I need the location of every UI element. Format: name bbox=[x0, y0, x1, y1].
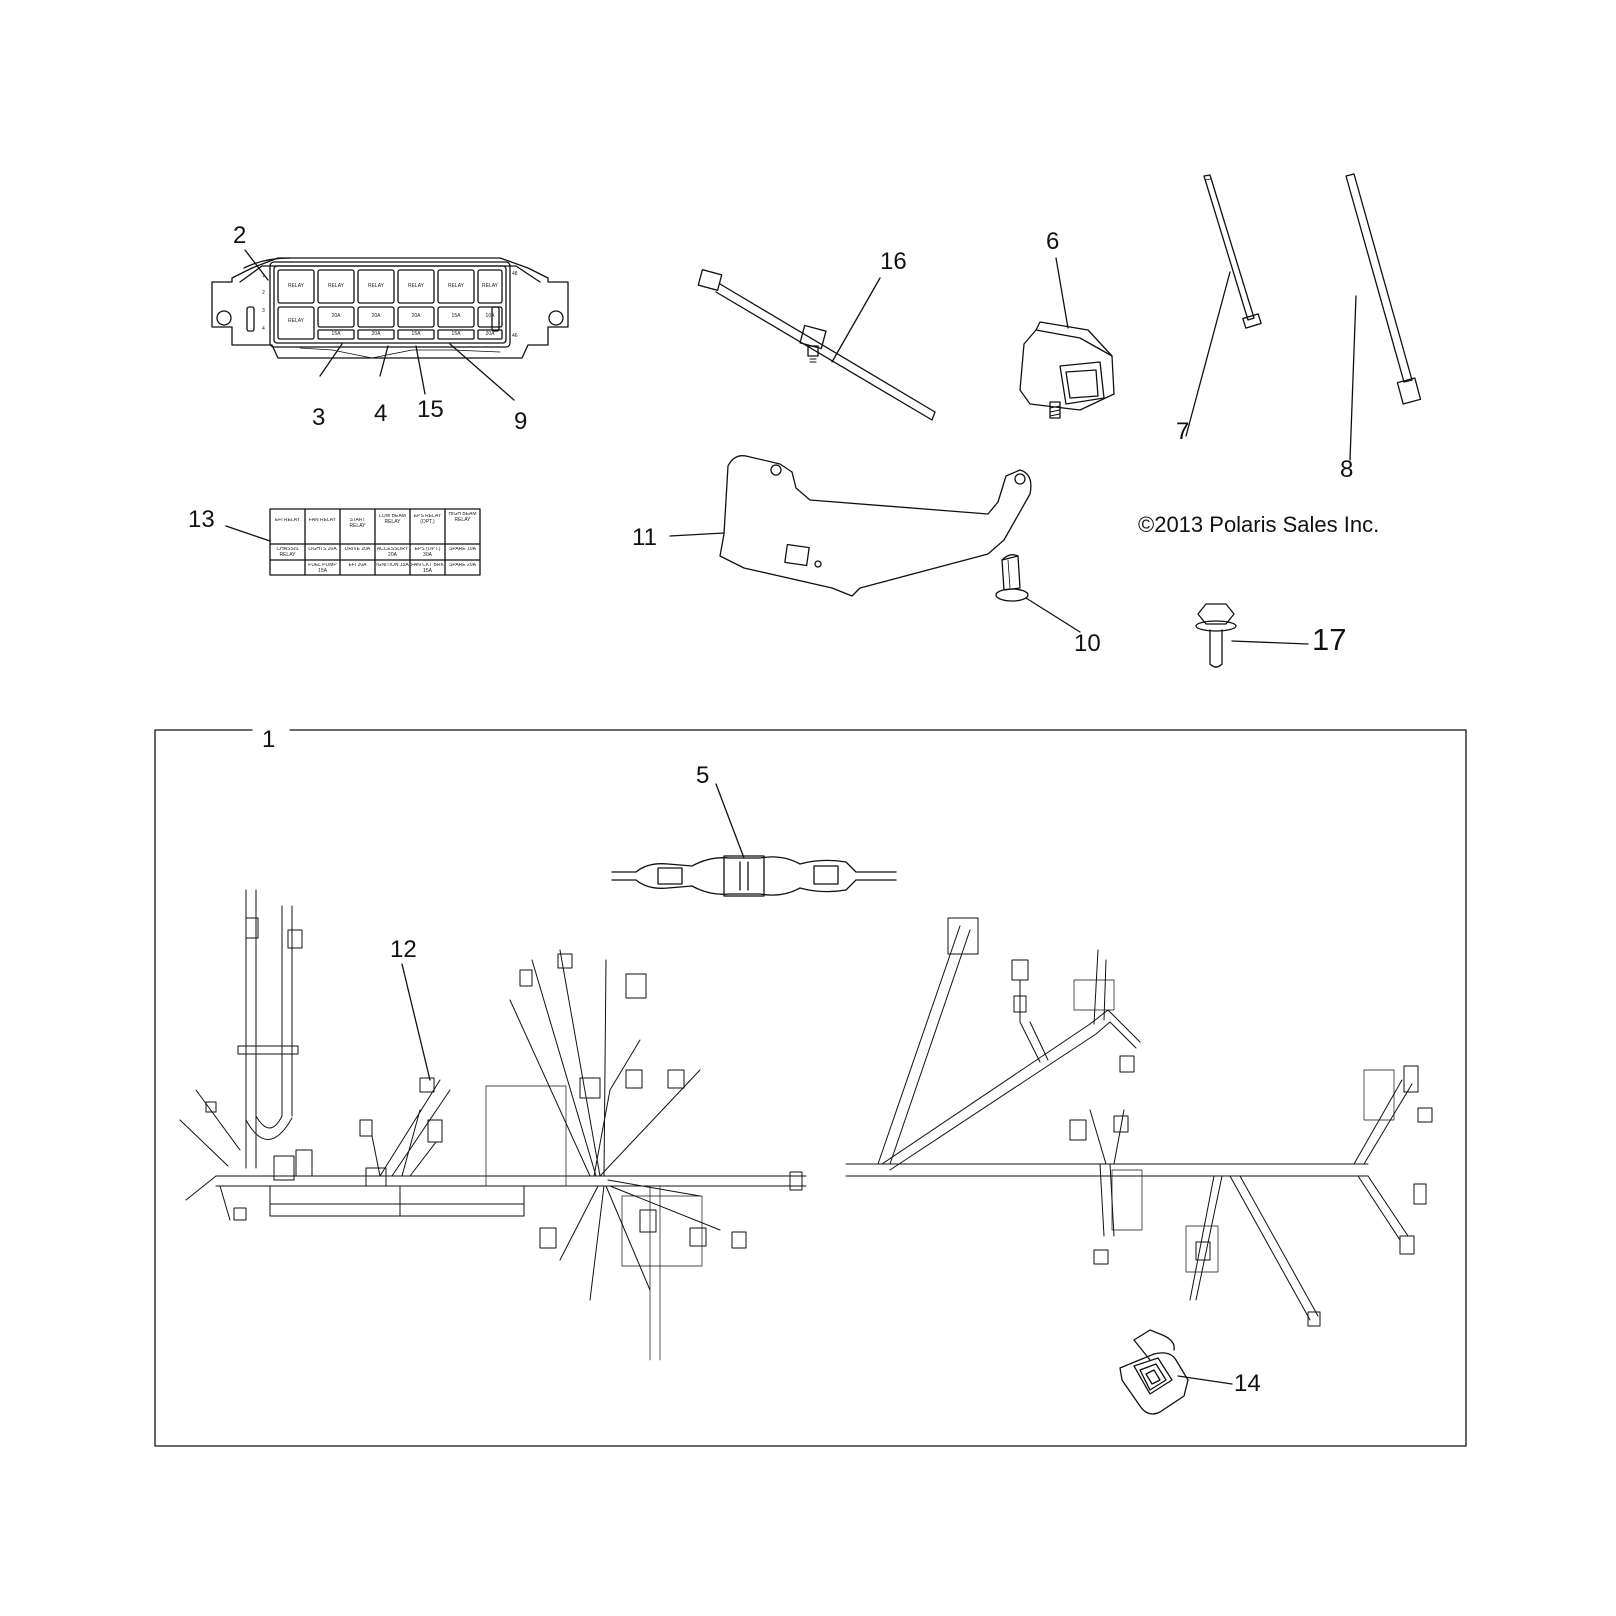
clip-6-drawing bbox=[1019, 321, 1115, 419]
bolt-17-drawing bbox=[1195, 603, 1237, 668]
fuse-box-label: 15A bbox=[331, 331, 341, 337]
fuse-table-cell: EPS (OPT.) 30A bbox=[414, 547, 441, 558]
callout-2: 2 bbox=[233, 222, 247, 249]
fuse-table-drawing bbox=[269, 508, 481, 576]
fuse-row-number: 1 bbox=[262, 273, 265, 279]
callout-13: 13 bbox=[188, 506, 215, 533]
strap-7-drawing bbox=[1203, 174, 1262, 329]
callout-8: 8 bbox=[1340, 456, 1354, 483]
fuse-box-label: 20A bbox=[371, 331, 381, 337]
callout-5: 5 bbox=[696, 762, 710, 789]
fuse-box-label: RELAY bbox=[287, 318, 305, 324]
tag-14-drawing bbox=[1119, 1329, 1189, 1415]
callout-16: 16 bbox=[880, 248, 907, 275]
copyright-notice: ©2013 Polaris Sales Inc. bbox=[1138, 512, 1380, 537]
fuse-box-label: RELAY bbox=[327, 283, 345, 289]
fuse-table-cell: SPARE 20A bbox=[449, 563, 476, 568]
harness-frame bbox=[154, 729, 1467, 1447]
fuse-row-number: 3 bbox=[262, 308, 265, 314]
fuse-box-label: RELAY bbox=[407, 283, 425, 289]
fuse-side-number: 46 bbox=[512, 333, 518, 339]
fuse-table-header: FAN RELAY bbox=[308, 518, 337, 523]
fuse-table-cell: FAN CKT BRK 15A bbox=[411, 563, 444, 574]
fuse-table-header: EFI RELAY bbox=[274, 518, 301, 523]
push-rivet-10-drawing bbox=[995, 554, 1029, 602]
fuse-box-label: RELAY bbox=[447, 283, 465, 289]
fuse-table-cell: EFI 20A bbox=[348, 563, 367, 568]
cable-tie-clip-drawing bbox=[697, 269, 936, 421]
fuse-side-number: 48 bbox=[512, 271, 518, 277]
fuse-row-number: 4 bbox=[262, 326, 265, 332]
fuse-table-cell: ACCESSORY 20A bbox=[376, 547, 409, 558]
callout-14: 14 bbox=[1234, 1370, 1261, 1397]
fuse-box-label: 20A bbox=[371, 313, 381, 319]
callout-1: 1 bbox=[262, 726, 276, 753]
fuse-table-header: START RELAY bbox=[349, 518, 366, 529]
fuse-row-number: 2 bbox=[262, 290, 265, 296]
harness-right-drawing bbox=[845, 917, 1433, 1327]
callout-4: 4 bbox=[374, 400, 388, 427]
callout-17: 17 bbox=[1312, 622, 1347, 657]
fuse-table-cell: SPARE 10A bbox=[449, 547, 476, 552]
callout-6: 6 bbox=[1046, 228, 1060, 255]
callout-12: 12 bbox=[390, 936, 417, 963]
fuse-box-label: RELAY bbox=[287, 283, 305, 289]
fuse-table-header: HIGH BEAM RELAY bbox=[448, 512, 477, 523]
fuse-table-header: LOW BEAM RELAY bbox=[379, 514, 406, 525]
callout-9: 9 bbox=[514, 408, 528, 435]
fuse-box-label: 20A bbox=[331, 313, 341, 319]
callout-10: 10 bbox=[1074, 630, 1101, 657]
fuse-box-label: 10A bbox=[485, 313, 495, 319]
fuse-box-label: 15A bbox=[411, 331, 421, 337]
fuse-table-header: EPS RELAY (OPT.) bbox=[413, 514, 442, 525]
fuse-box-label: 20A bbox=[411, 313, 421, 319]
fuse-box-label: RELAY bbox=[367, 283, 385, 289]
callout-7: 7 bbox=[1176, 418, 1190, 445]
fuse-box-label: 15A bbox=[451, 313, 461, 319]
fuse-box-drawing bbox=[211, 257, 569, 359]
fuse-table-cell: FUEL PUMP 15A bbox=[308, 563, 337, 574]
bracket-11-drawing bbox=[719, 455, 1032, 597]
callout-11: 11 bbox=[632, 524, 657, 551]
fuse-box-label: 15A bbox=[451, 331, 461, 337]
callout-3: 3 bbox=[312, 404, 326, 431]
callout-15: 15 bbox=[417, 396, 444, 423]
fuse-table-cell: CHASSIS RELAY bbox=[276, 547, 299, 558]
fuse-table-cell: LIGHTS 20A bbox=[308, 547, 337, 552]
fuse-table-cell: DRIVE 20A bbox=[344, 547, 371, 552]
fuse-box-label: RELAY bbox=[481, 283, 499, 289]
strap-8-drawing bbox=[1345, 173, 1422, 405]
harness-left-drawing bbox=[179, 889, 807, 1361]
fuse-table-cell: IGNITION 15A bbox=[376, 563, 409, 568]
inline-fuse-holder-5-drawing bbox=[611, 855, 897, 897]
fuse-box-label: 20A bbox=[485, 331, 495, 337]
